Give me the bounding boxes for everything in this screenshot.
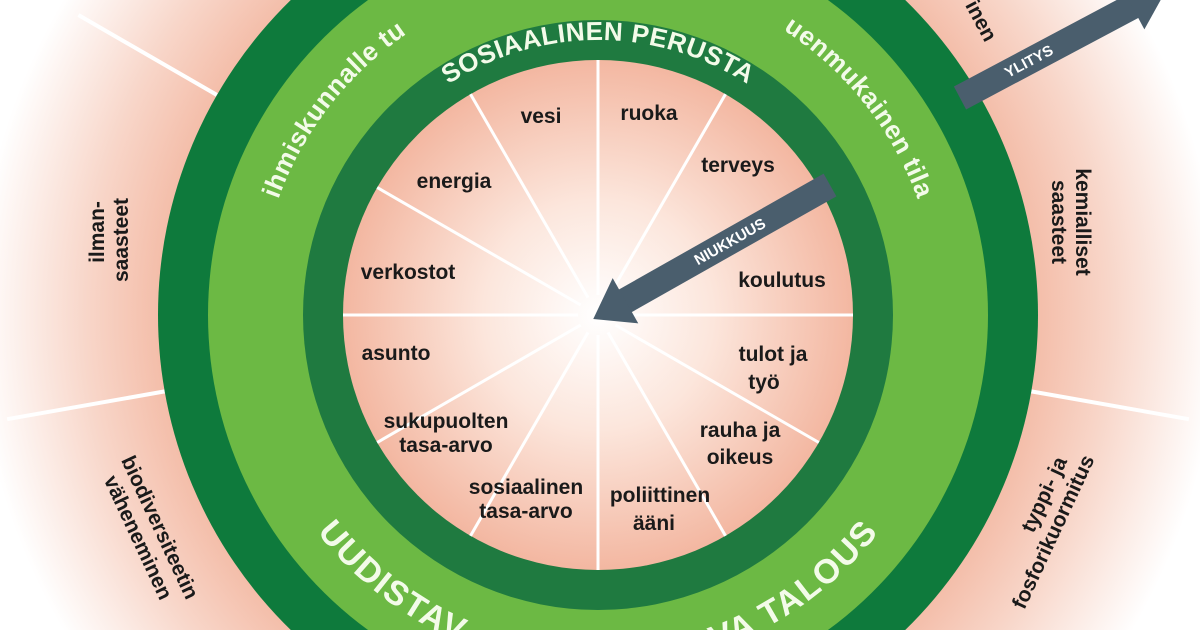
social-spoke (376, 186, 582, 307)
social-spoke (376, 323, 582, 444)
label-verkostot: verkostot (361, 261, 456, 284)
label-ilman-line1: ilman- (86, 201, 109, 263)
label-energia: energia (417, 170, 492, 193)
social-spoke (469, 93, 590, 299)
label-rauha-line1: rauha ja (700, 419, 781, 442)
shortfall-arrow-head (593, 278, 639, 324)
social-spoke (606, 331, 727, 537)
label-vesi: vesi (521, 105, 562, 128)
social-labels: vesi ruoka terveys koulutus tulot ja työ… (361, 102, 826, 535)
label-ruoka: ruoka (620, 102, 678, 125)
label-kemialliset: kemialliset saasteet (1047, 168, 1094, 275)
label-sukupuolten-line1: sukupuolten (384, 410, 509, 433)
shortfall-arrow-shaft (614, 173, 837, 315)
label-ilman-line2: saasteet (110, 198, 133, 282)
label-sosiaalinen-line1: sosiaalinen (469, 476, 583, 499)
ecological-spoke (77, 13, 218, 97)
label-asunto: asunto (362, 342, 431, 365)
label-tulot-line1: tulot ja (739, 343, 808, 366)
ecological-spoke (1030, 389, 1190, 422)
overshoot-arrow-head (1119, 0, 1168, 30)
label-terveys: terveys (701, 154, 775, 177)
social-spoke (614, 323, 820, 444)
label-poliittinen-line1: poliittinen (610, 484, 710, 507)
label-ilmansaasteet: ilman- saasteet (86, 198, 133, 282)
social-spokes (343, 60, 853, 570)
ecological-spoke (6, 389, 166, 422)
label-kemialliset-line2: saasteet (1047, 180, 1070, 264)
overshoot-arrow-shaft (953, 0, 1143, 110)
label-sukupuolten-line2: tasa-arvo (399, 434, 492, 457)
label-sosiaalinen-line2: tasa-arvo (479, 500, 572, 523)
social-spoke (606, 93, 727, 299)
label-koulutus: koulutus (738, 269, 826, 292)
social-spoke (469, 331, 590, 537)
label-kemialliset-line1: kemialliset (1071, 168, 1094, 275)
label-poliittinen-line2: ääni (633, 512, 675, 535)
label-tulot-line2: työ (748, 371, 780, 394)
label-rauha-line2: oikeus (707, 446, 774, 469)
